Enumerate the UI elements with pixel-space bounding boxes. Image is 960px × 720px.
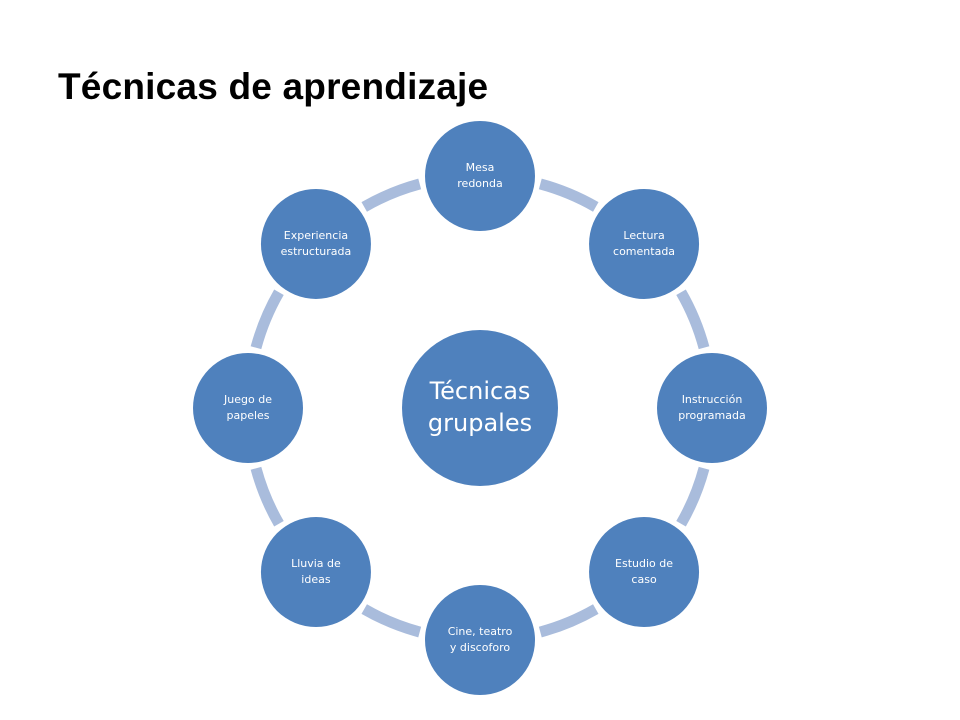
slide-title: Técnicas de aprendizaje xyxy=(58,66,489,107)
ring-arcs xyxy=(250,178,710,638)
label-line: comentada xyxy=(613,245,675,258)
node-label: Juego de papeles xyxy=(223,393,272,422)
label-line: Experiencia xyxy=(284,229,348,242)
label-line: grupales xyxy=(428,409,532,437)
node-estudio-de-caso: Estudio de caso xyxy=(589,517,700,628)
center-label: Técnicas grupales xyxy=(428,377,532,437)
label-line: papeles xyxy=(226,409,269,422)
node-label: Estudio de caso xyxy=(615,557,673,586)
node-label: Instrucción programada xyxy=(678,393,745,422)
ring-arc xyxy=(250,289,284,350)
label-line: Cine, teatro xyxy=(448,625,513,638)
node-lectura-comentada: Lectura comentada xyxy=(589,188,700,299)
node-circle xyxy=(425,585,535,695)
label-line: y discoforo xyxy=(450,641,510,654)
node-juego-de-papeles: Juego de papeles xyxy=(193,353,303,463)
node-label: Lectura comentada xyxy=(613,229,675,258)
label-line: Técnicas xyxy=(429,377,531,405)
node-circle xyxy=(260,517,371,628)
node-experiencia-estructurada: Experiencia estructurada xyxy=(260,188,371,299)
center-circle xyxy=(402,330,558,486)
ring-arc xyxy=(676,289,710,350)
label-line: Mesa xyxy=(466,161,495,174)
node-mesa-redonda: Mesa redonda xyxy=(425,121,535,231)
label-line: Estudio de xyxy=(615,557,673,570)
ring-arc xyxy=(676,466,710,527)
label-line: redonda xyxy=(457,177,502,190)
node-circle xyxy=(260,188,371,299)
label-line: programada xyxy=(678,409,745,422)
node-lluvia-de-ideas: Lluvia de ideas xyxy=(260,517,371,628)
node-circle xyxy=(425,121,535,231)
label-line: Lectura xyxy=(623,229,664,242)
node-label: Experiencia estructurada xyxy=(281,229,352,258)
node-circle xyxy=(589,188,700,299)
center-hub: Técnicas grupales xyxy=(402,330,558,486)
node-label: Cine, teatro y discoforo xyxy=(448,625,513,654)
ring-arc xyxy=(250,466,284,527)
ring-arc xyxy=(361,178,422,212)
label-line: estructurada xyxy=(281,245,352,258)
label-line: Juego de xyxy=(223,393,272,406)
node-cine-teatro-discoforo: Cine, teatro y discoforo xyxy=(425,585,535,695)
ring-arc xyxy=(538,604,599,638)
label-line: Instrucción xyxy=(682,393,743,406)
node-circle xyxy=(589,517,700,628)
node-label: Mesa redonda xyxy=(457,161,502,190)
ring-arc xyxy=(538,178,599,212)
node-label: Lluvia de ideas xyxy=(291,557,341,586)
label-line: caso xyxy=(631,573,657,586)
label-line: Lluvia de xyxy=(291,557,341,570)
node-circle xyxy=(193,353,303,463)
label-line: ideas xyxy=(301,573,331,586)
ring-arc xyxy=(361,604,422,638)
node-circle xyxy=(657,353,767,463)
node-instruccion-programada: Instrucción programada xyxy=(657,353,767,463)
